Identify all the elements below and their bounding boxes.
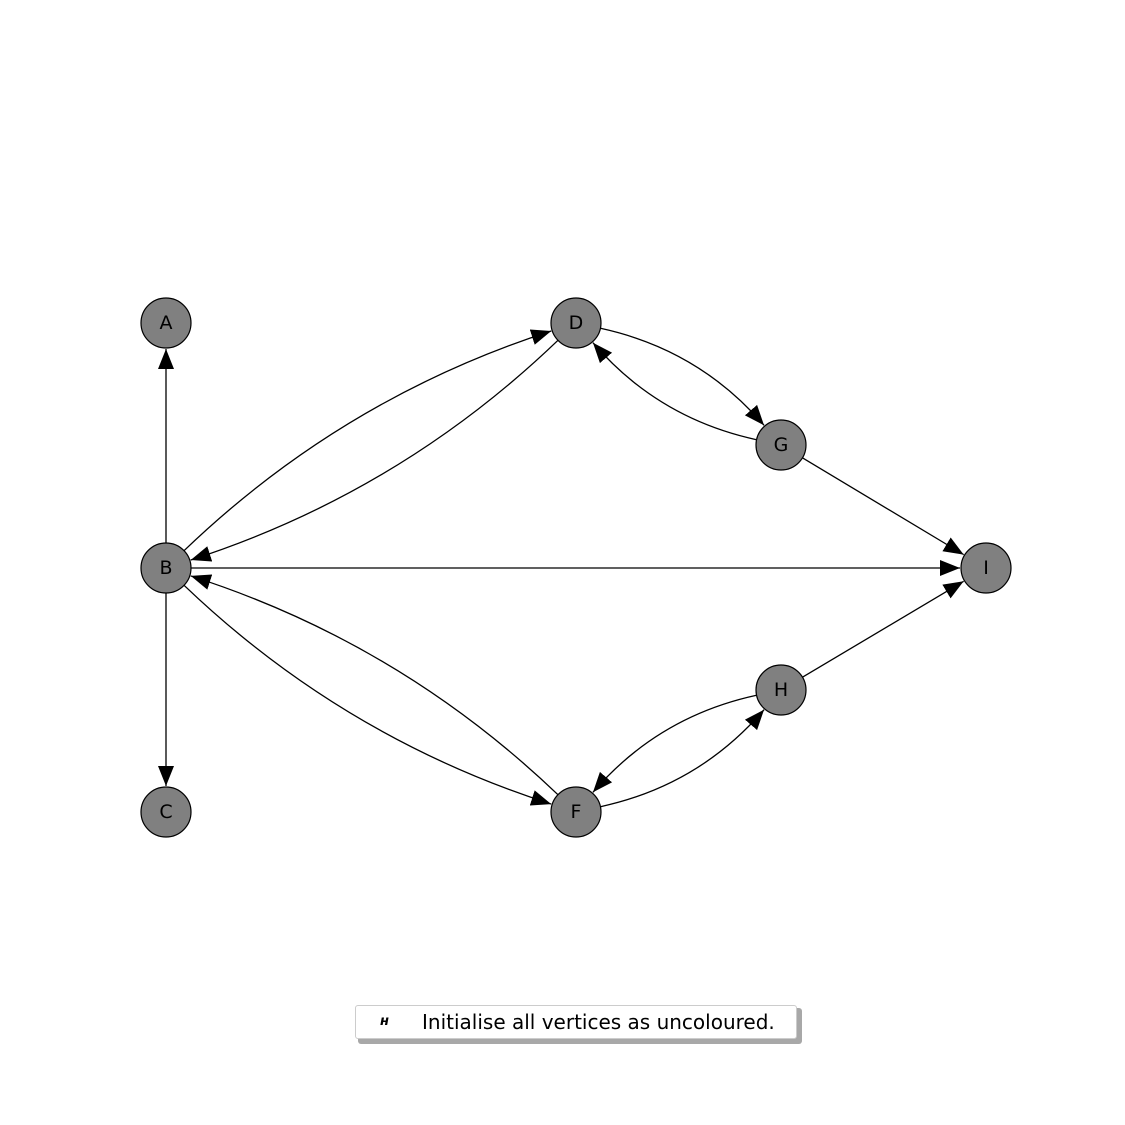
edge-f-to-b — [190, 574, 559, 796]
node-circle — [140, 542, 192, 594]
legend: ʜ Initialise all vertices as uncoloured. — [355, 1005, 797, 1039]
node-label: B — [159, 557, 172, 579]
legend-marker-icon: ʜ — [380, 1014, 389, 1029]
edges-layer — [158, 327, 965, 808]
node-label: A — [160, 312, 173, 334]
edge-b-to-d — [183, 329, 552, 552]
node-a: A — [140, 297, 192, 349]
node-i: I — [960, 542, 1012, 594]
node-label: G — [774, 434, 789, 456]
node-circle — [755, 419, 807, 471]
node-label: D — [569, 312, 584, 334]
node-d: D — [550, 297, 602, 349]
edge-b-to-f — [183, 584, 552, 806]
edge-d-to-b — [190, 339, 559, 562]
nodes-layer: A B C D F G H I — [140, 297, 1012, 838]
legend-text: Initialise all vertices as uncoloured. — [422, 1010, 775, 1034]
node-b: B — [140, 542, 192, 594]
node-f: F — [550, 786, 602, 838]
node-label: F — [571, 801, 582, 823]
node-h: H — [755, 664, 807, 716]
edge-h-to-f — [592, 694, 757, 793]
node-circle — [960, 542, 1012, 594]
node-c: C — [140, 786, 192, 838]
edge-g-to-i — [802, 457, 965, 556]
node-label: I — [983, 557, 989, 579]
node-label: H — [774, 679, 788, 701]
node-g: G — [755, 419, 807, 471]
node-circle — [140, 297, 192, 349]
edge-f-to-h — [600, 709, 765, 808]
node-circle — [755, 664, 807, 716]
edge-d-to-g — [600, 327, 765, 426]
node-circle — [550, 786, 602, 838]
edge-g-to-d — [592, 342, 757, 441]
node-circle — [550, 297, 602, 349]
edge-h-to-i — [802, 580, 964, 678]
node-label: C — [159, 801, 172, 823]
node-circle — [140, 786, 192, 838]
